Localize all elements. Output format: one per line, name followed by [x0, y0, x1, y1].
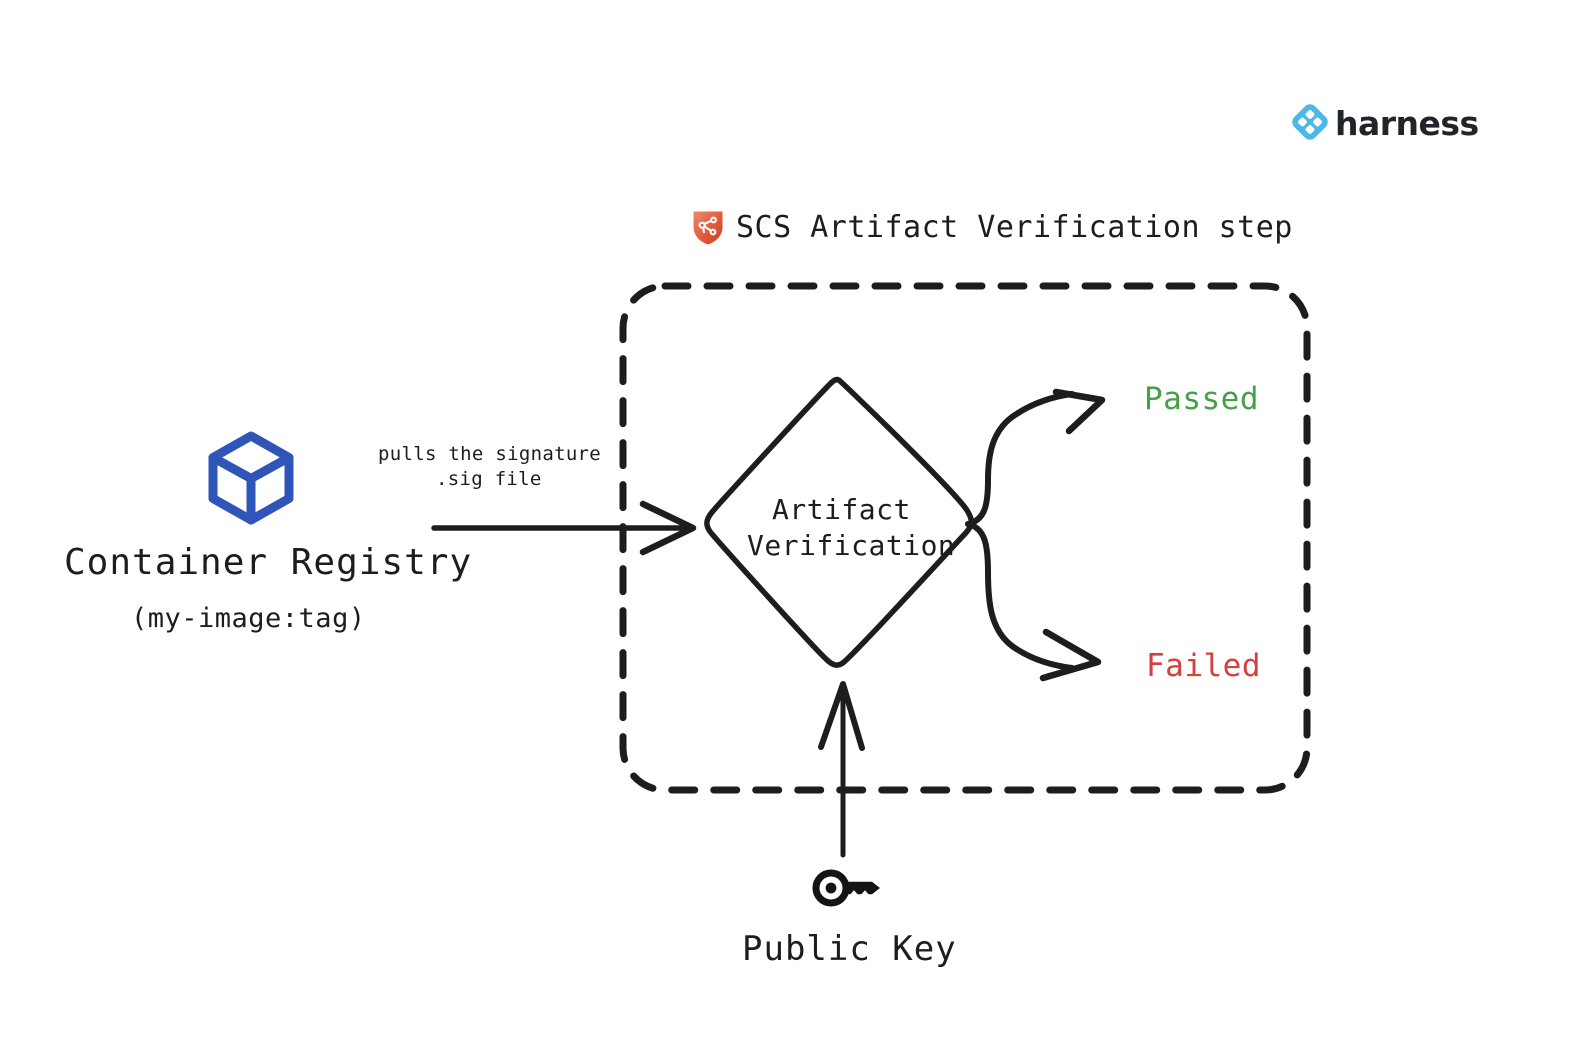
container-cube-icon	[208, 431, 294, 525]
key-icon	[812, 869, 880, 907]
failed-arrowhead-icon	[1039, 628, 1102, 682]
scs-step-boundary	[619, 282, 1311, 794]
pull-signature-note-line1: pulls the signature	[378, 443, 602, 465]
verification-label-line1: Artifact	[772, 493, 911, 526]
container-registry-title: Container Registry	[64, 542, 473, 583]
verification-label-line2: Verification	[747, 529, 956, 562]
scs-shield-icon	[693, 211, 723, 245]
registry-arrowhead-icon	[639, 500, 697, 556]
verification-diamond-shape	[704, 376, 975, 668]
publickey-arrowhead-icon	[818, 681, 865, 751]
outcome-passed-label: Passed	[1144, 381, 1259, 417]
harness-wordmark: harness	[1335, 103, 1479, 143]
public-key-label: Public Key	[742, 929, 957, 969]
passed-arrowhead-icon	[1052, 388, 1106, 435]
verification-branch-down	[965, 521, 1075, 671]
harness-diamond-logo-icon	[1292, 104, 1328, 140]
scs-step-title-row: SCS Artifact Verification step	[692, 210, 1293, 246]
harness-logo: harness	[1291, 103, 1479, 141]
scs-step-title: SCS Artifact Verification step	[736, 210, 1293, 245]
verification-branch-trunk	[965, 391, 1075, 527]
container-registry-subtitle: (my-image:tag)	[131, 603, 366, 634]
pull-signature-note-line2: .sig file	[436, 468, 542, 490]
outcome-failed-label: Failed	[1146, 648, 1261, 684]
